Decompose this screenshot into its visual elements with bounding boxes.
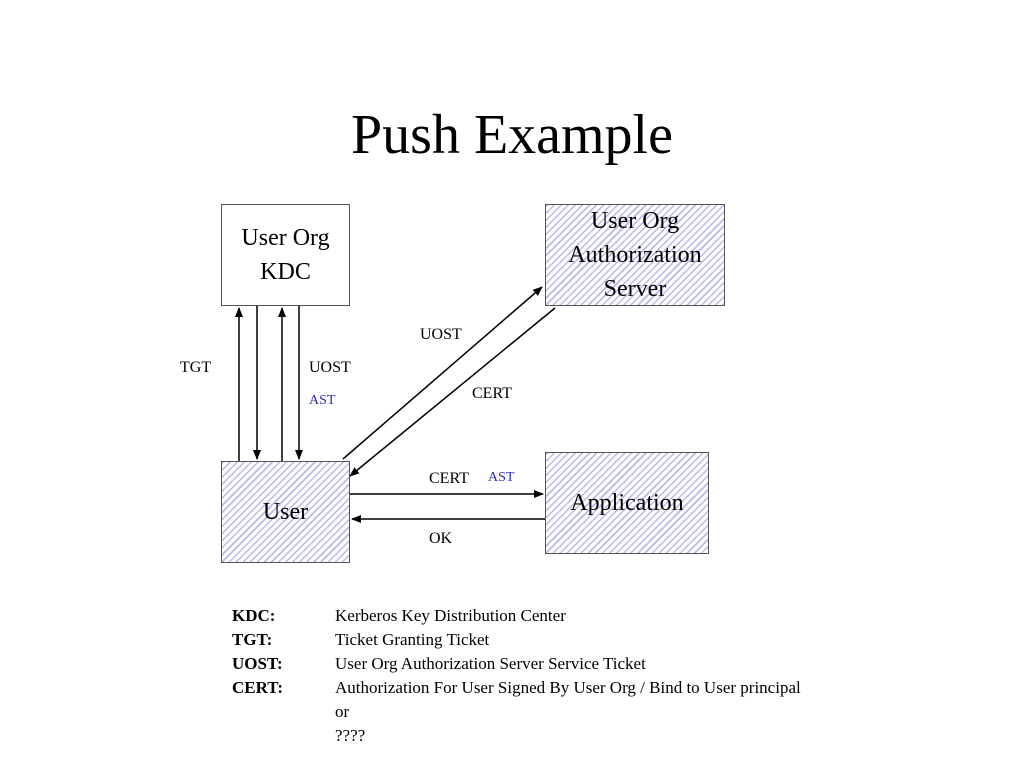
label-ok: OK: [429, 530, 453, 547]
kdc-box: User Org KDC: [221, 204, 350, 306]
arrow-uost-to-auth: [342, 286, 543, 460]
legend-definition-continuation: or ????: [335, 702, 366, 745]
user-box-label: User: [262, 499, 309, 525]
kdc-box-line-2: KDC: [260, 259, 311, 285]
legend-term: KDC:: [232, 606, 276, 625]
auth-server-line-2: Authorization: [568, 242, 702, 268]
auth-server-line-3: Server: [603, 276, 667, 302]
legend-term: TGT:: [232, 630, 273, 649]
auth-server-box: User Org Authorization Server: [545, 204, 725, 306]
label-ast-kdc: AST: [309, 393, 336, 408]
application-box: Application: [545, 452, 709, 554]
user-box: User: [221, 461, 350, 563]
page-title: Push Example: [351, 104, 673, 166]
kdc-box-line-1: User Org: [241, 225, 330, 251]
legend-definition: Authorization For User Signed By User Or…: [335, 678, 801, 697]
application-box-label: Application: [570, 490, 684, 516]
legend-term: UOST:: [232, 654, 283, 673]
label-uost-kdc: UOST: [309, 359, 351, 376]
legend-term: CERT:: [232, 678, 284, 697]
label-cert-app: CERT: [429, 470, 469, 487]
label-uost-auth: UOST: [420, 326, 462, 343]
auth-server-line-1: User Org: [590, 208, 680, 234]
arrow-cert-from-auth: [349, 307, 556, 477]
legend-definition: Ticket Granting Ticket: [335, 630, 490, 649]
label-ast-app: AST: [488, 470, 515, 485]
label-tgt: TGT: [180, 359, 212, 376]
legend-definition: Kerberos Key Distribution Center: [335, 606, 566, 625]
label-cert-auth: CERT: [472, 385, 512, 402]
legend-definition: User Org Authorization Server Service Ti…: [335, 654, 646, 673]
